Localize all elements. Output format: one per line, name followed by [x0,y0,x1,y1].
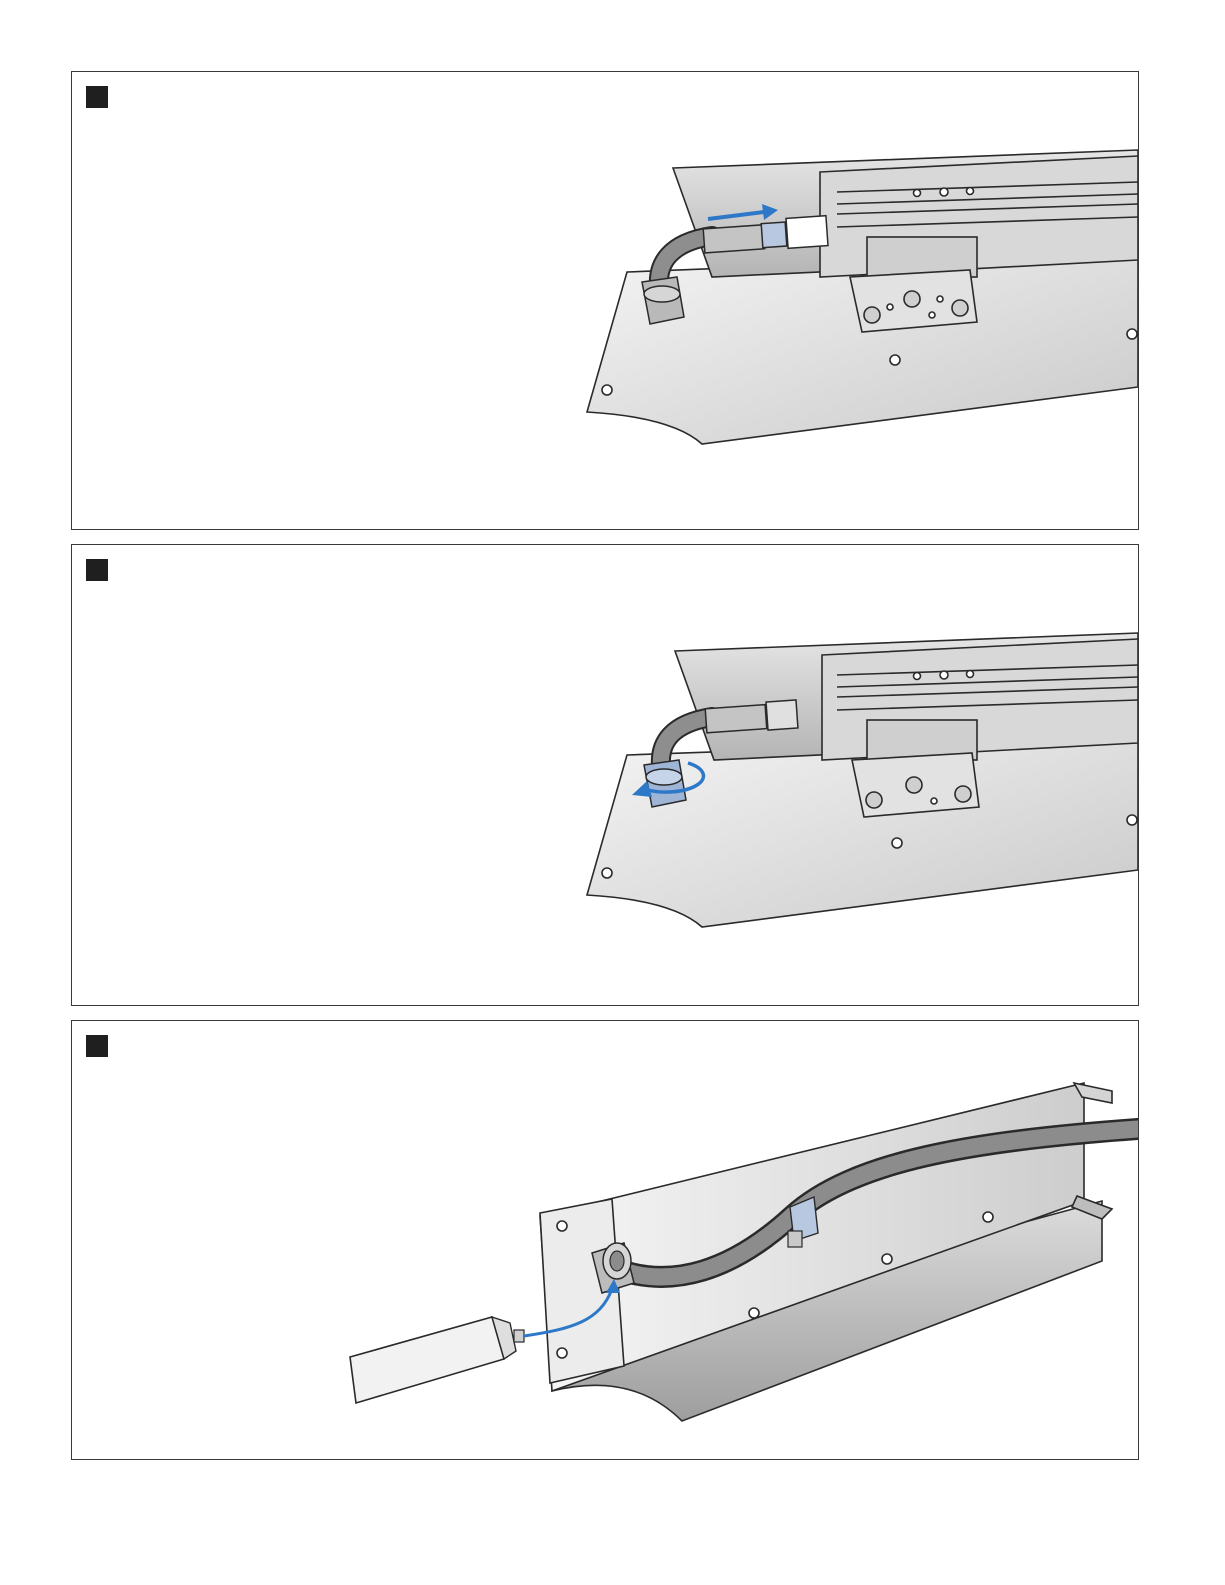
step-panel-2 [71,544,1139,1006]
step-panel-1 [71,71,1139,530]
sealant-tube [350,1317,524,1403]
connector-push-in-illustration [72,72,1139,530]
apply-sealant-illustration [72,1021,1139,1460]
step-panel-3 [71,1020,1139,1460]
gland-nut-tighten-illustration [72,545,1139,1006]
